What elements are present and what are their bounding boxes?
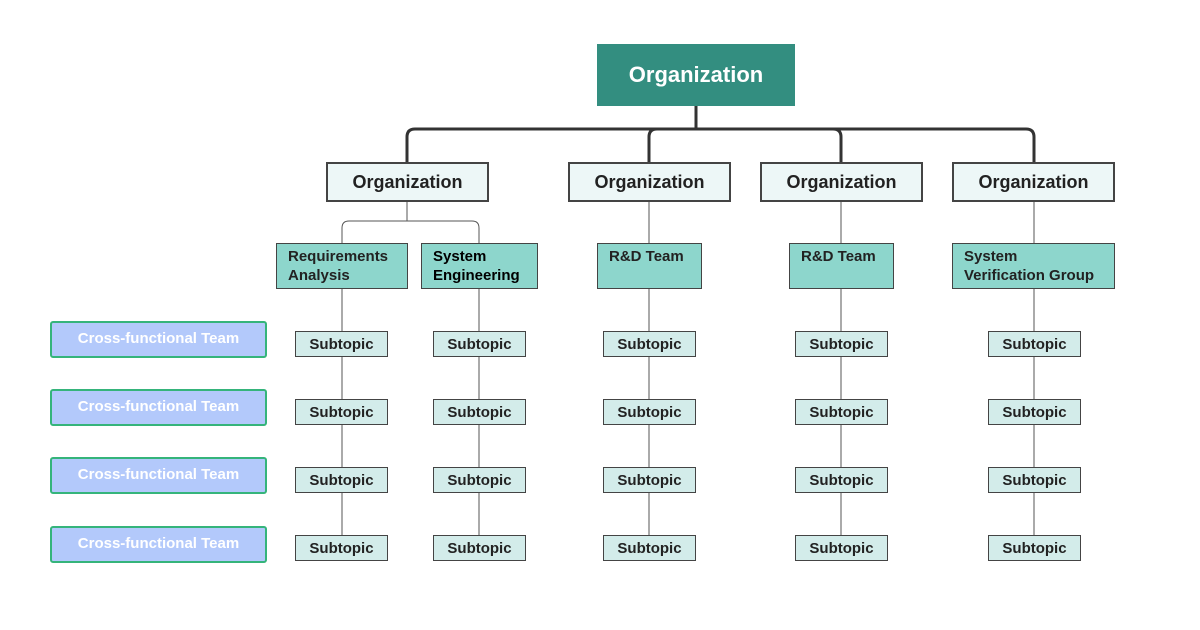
department-node-1[interactable]: Organization bbox=[326, 162, 489, 202]
team-system-engineering[interactable]: System Engineering bbox=[421, 243, 538, 289]
subtopic-node[interactable]: Subtopic bbox=[433, 399, 526, 425]
subtopic-node[interactable]: Subtopic bbox=[433, 331, 526, 357]
department-node-2[interactable]: Organization bbox=[568, 162, 731, 202]
subtopic-node[interactable]: Subtopic bbox=[295, 399, 388, 425]
team-label: R&D Team bbox=[609, 248, 684, 265]
subtopic-node[interactable]: Subtopic bbox=[795, 467, 888, 493]
subtopic-node[interactable]: Subtopic bbox=[603, 331, 696, 357]
subtopic-node[interactable]: Subtopic bbox=[295, 467, 388, 493]
cross-functional-team[interactable]: Cross-functional Team bbox=[50, 457, 267, 494]
subtopic-node[interactable]: Subtopic bbox=[988, 399, 1081, 425]
cross-functional-team[interactable]: Cross-functional Team bbox=[50, 321, 267, 358]
subtopic-node[interactable]: Subtopic bbox=[603, 535, 696, 561]
department-node-4[interactable]: Organization bbox=[952, 162, 1115, 202]
subtopic-node[interactable]: Subtopic bbox=[988, 467, 1081, 493]
subtopic-node[interactable]: Subtopic bbox=[988, 331, 1081, 357]
subtopic-node[interactable]: Subtopic bbox=[295, 331, 388, 357]
root-connector bbox=[405, 106, 1036, 162]
team-label: System Verification Group bbox=[964, 248, 1095, 284]
subtopic-node[interactable]: Subtopic bbox=[603, 399, 696, 425]
subtopic-node[interactable]: Subtopic bbox=[433, 535, 526, 561]
subtopic-node[interactable]: Subtopic bbox=[433, 467, 526, 493]
team-label: R&D Team bbox=[801, 248, 876, 265]
subtopic-node[interactable]: Subtopic bbox=[795, 399, 888, 425]
team-system-verification[interactable]: System Verification Group bbox=[952, 243, 1115, 289]
root-node[interactable]: Organization bbox=[597, 44, 795, 106]
subtopic-node[interactable]: Subtopic bbox=[295, 535, 388, 561]
team-rd-1[interactable]: R&D Team bbox=[597, 243, 702, 289]
department-node-3[interactable]: Organization bbox=[760, 162, 923, 202]
subtopic-node[interactable]: Subtopic bbox=[795, 535, 888, 561]
team-rd-2[interactable]: R&D Team bbox=[789, 243, 894, 289]
split-connector bbox=[341, 202, 480, 243]
subtopic-node[interactable]: Subtopic bbox=[988, 535, 1081, 561]
cross-functional-team[interactable]: Cross-functional Team bbox=[50, 526, 267, 563]
team-label: Requirements Analysis bbox=[288, 248, 389, 284]
subtopic-node[interactable]: Subtopic bbox=[603, 467, 696, 493]
team-label: System Engineering bbox=[433, 248, 520, 284]
cross-functional-team[interactable]: Cross-functional Team bbox=[50, 389, 267, 426]
team-requirements-analysis[interactable]: Requirements Analysis bbox=[276, 243, 408, 289]
subtopic-node[interactable]: Subtopic bbox=[795, 331, 888, 357]
